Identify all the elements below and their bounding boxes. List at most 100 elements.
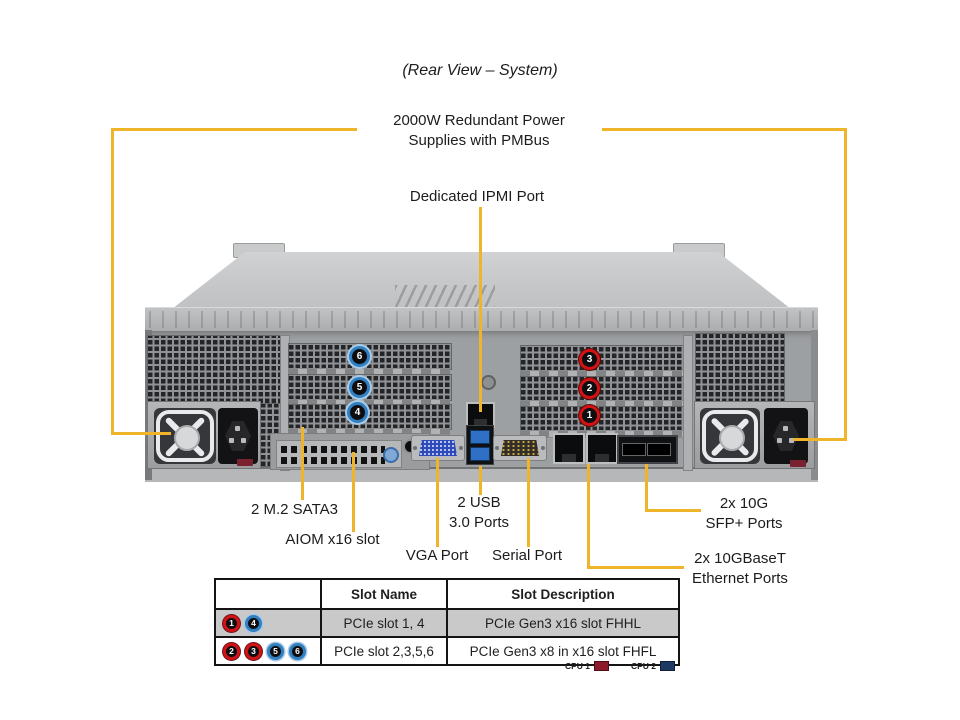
badge-1: 1 bbox=[223, 614, 240, 632]
slot-6-badge: 6 bbox=[349, 346, 370, 367]
sfp-label-line1: 2x 10G bbox=[719, 495, 769, 512]
ac-pin bbox=[235, 426, 240, 431]
badge-6: 6 bbox=[289, 642, 306, 660]
header-icons bbox=[214, 578, 322, 610]
usb-port bbox=[470, 447, 490, 461]
ac-pin bbox=[789, 438, 794, 443]
table-row: 1 4 PCIe slot 1, 4 PCIe Gen3 x16 slot FH… bbox=[214, 608, 680, 638]
psu-label-line1: 2000W Redundant Power bbox=[393, 112, 565, 129]
10gbaset-label-line2: Ethernet Ports bbox=[692, 570, 788, 587]
callout-psu-left-vert bbox=[111, 128, 114, 435]
diagram-title: (Rear View – System) bbox=[402, 62, 558, 79]
slot-table: Slot Name Slot Description 1 4 PCIe slot… bbox=[214, 578, 680, 666]
cpu1-legend-item: CPU 1 bbox=[565, 661, 610, 671]
dsub-screw bbox=[495, 446, 499, 450]
fan-hub bbox=[174, 425, 200, 451]
serial-connector bbox=[501, 440, 539, 456]
pcie-slot-4 bbox=[288, 404, 452, 430]
usb-30-ports bbox=[466, 425, 494, 465]
callout-psu-left-bottom bbox=[111, 432, 171, 435]
slot-5-badge: 5 bbox=[349, 377, 370, 398]
callout-sfp-vert bbox=[645, 464, 648, 512]
psu-right-latch bbox=[790, 460, 806, 467]
ac-pin bbox=[777, 438, 782, 443]
vga-label: VGA Port bbox=[405, 547, 469, 564]
cpu-legend: CPU 1 CPU 2 bbox=[565, 661, 675, 671]
callout-psu-right-vert bbox=[844, 128, 847, 441]
pcie-slot-2 bbox=[520, 376, 685, 402]
slot-2-badge: 2 bbox=[579, 378, 600, 399]
psu-right-fan bbox=[700, 408, 760, 464]
dsub-screw bbox=[459, 446, 463, 450]
sfp-cage bbox=[622, 443, 646, 456]
callout-usb bbox=[479, 466, 482, 495]
badge-cell-row2: 2 3 5 6 bbox=[214, 636, 322, 666]
badge-2: 2 bbox=[223, 642, 240, 660]
ac-pin bbox=[229, 438, 234, 443]
callout-ethernet-horiz bbox=[587, 566, 684, 569]
vga-connector bbox=[419, 440, 457, 456]
badge-3: 3 bbox=[245, 642, 262, 660]
cpu2-label: CPU 2 bbox=[630, 661, 656, 671]
badge-cell-row1: 1 4 bbox=[214, 608, 322, 638]
sfp-label: 2x 10G SFP+ Ports bbox=[682, 494, 806, 534]
aiom-slot bbox=[276, 440, 402, 468]
usb-label-line2: 3.0 Ports bbox=[448, 514, 510, 531]
slot-name-cell: PCIe slot 2,3,5,6 bbox=[320, 636, 448, 666]
header-slot-description: Slot Description bbox=[446, 578, 680, 610]
psu-right bbox=[694, 401, 815, 469]
slot-1-badge: 1 bbox=[579, 405, 600, 426]
psu-right-ac-inlet bbox=[764, 408, 808, 464]
pcie-slot-5 bbox=[288, 374, 452, 401]
psu-left-latch bbox=[237, 459, 253, 466]
usb-port bbox=[470, 430, 490, 444]
ac-pin bbox=[783, 426, 788, 431]
callout-sfp-horiz bbox=[645, 509, 701, 512]
slot-table-header-row: Slot Name Slot Description bbox=[214, 578, 680, 610]
mesh-left bbox=[147, 335, 282, 404]
panel-screw-hole bbox=[481, 375, 496, 390]
sfp-cage bbox=[647, 443, 671, 456]
callout-ipmi bbox=[479, 207, 482, 412]
cpu2-color-swatch bbox=[660, 661, 675, 671]
slot-desc-cell: PCIe Gen3 x8 in x16 slot FHFL bbox=[446, 636, 680, 666]
fan-hub bbox=[719, 425, 745, 451]
ac-pin bbox=[241, 438, 246, 443]
pcie-slot-1 bbox=[520, 406, 685, 432]
callout-m2 bbox=[301, 427, 304, 500]
callout-vga bbox=[436, 458, 439, 547]
callout-ethernet-vert bbox=[587, 464, 590, 569]
pcie-slot-3 bbox=[520, 345, 685, 372]
callout-psu-right-bottom bbox=[793, 438, 847, 441]
10gbaset-port-1 bbox=[553, 433, 585, 464]
table-row: 2 3 5 6 PCIe slot 2,3,5,6 PCIe Gen3 x8 i… bbox=[214, 636, 680, 666]
cpu1-color-swatch bbox=[594, 661, 610, 671]
m2-label: 2 M.2 SATA3 bbox=[251, 501, 338, 518]
psu-label-line2: Supplies with PMBus bbox=[408, 132, 550, 149]
slot-4-badge: 4 bbox=[347, 402, 368, 423]
10gbaset-port-2 bbox=[586, 433, 618, 464]
dsub-screw bbox=[413, 446, 417, 450]
fan-guard bbox=[156, 410, 214, 462]
riser-right-bracket bbox=[683, 335, 693, 471]
psu-label: 2000W Redundant Power Supplies with PMBu… bbox=[354, 111, 604, 151]
usb-label-line1: 2 USB bbox=[457, 494, 501, 511]
header-slot-name: Slot Name bbox=[320, 578, 448, 610]
slot-3-badge: 3 bbox=[579, 349, 600, 370]
10gbaset-label: 2x 10GBaseT Ethernet Ports bbox=[676, 549, 804, 589]
psu-left-fan bbox=[154, 408, 216, 464]
badge-5: 5 bbox=[267, 642, 284, 660]
callout-aiom bbox=[352, 452, 355, 532]
dsub-screw bbox=[541, 446, 545, 450]
cpu1-label: CPU 1 bbox=[565, 661, 591, 671]
ipmi-label: Dedicated IPMI Port bbox=[409, 188, 545, 205]
ac-inlet-hexagon bbox=[225, 421, 251, 451]
vga-port bbox=[411, 435, 465, 461]
mesh-right bbox=[695, 333, 785, 404]
badge-4: 4 bbox=[245, 614, 262, 632]
lid-vent-hatch bbox=[395, 285, 495, 307]
pcie-slot-6 bbox=[288, 343, 452, 370]
slot-name-cell: PCIe slot 1, 4 bbox=[320, 608, 448, 638]
ac-inlet-hexagon bbox=[773, 421, 799, 451]
